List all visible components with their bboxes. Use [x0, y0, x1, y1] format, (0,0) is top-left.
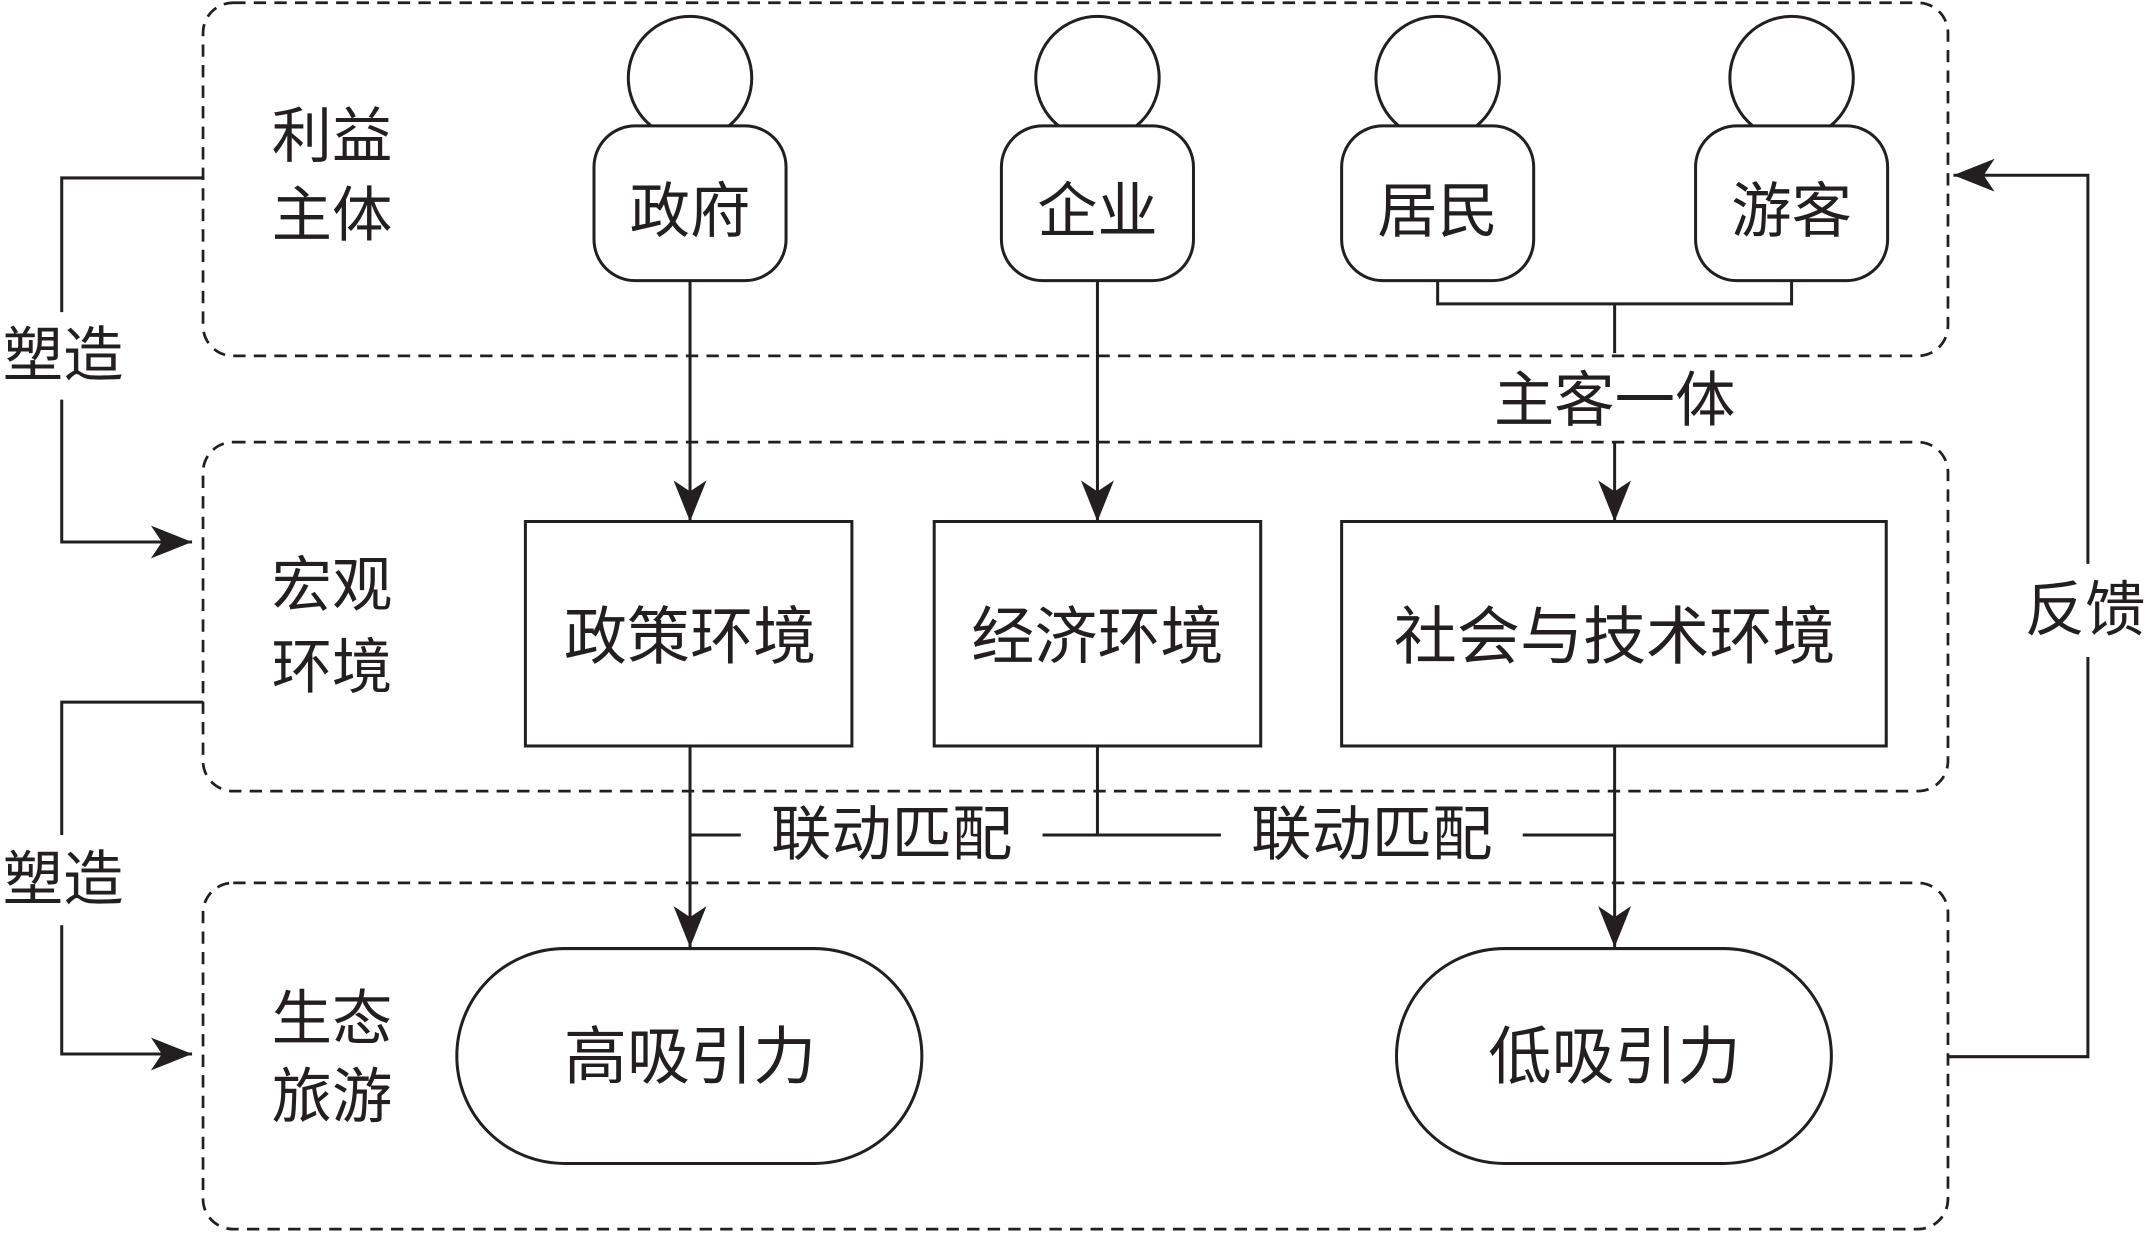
environment-label: 政策环境 [564, 600, 816, 674]
actor-label: 居民 [1377, 177, 1498, 247]
actor-label: 游客 [1731, 177, 1852, 247]
high-attraction-outcome: 高吸引力 [455, 947, 924, 1165]
feedback-loop-upper [1953, 158, 2090, 564]
shaping-loop-bottom-upper [60, 700, 204, 835]
person-body-icon [592, 124, 788, 283]
person-head-icon [1374, 14, 1501, 142]
host-guest-label: 主客一体 [1494, 366, 1735, 436]
person-body-icon [1340, 124, 1536, 283]
macro-environment-layer-box [201, 440, 1950, 793]
actor-label: 政府 [630, 177, 751, 247]
macro-layer-label-line2: 环境 [272, 633, 393, 703]
host-guest-bracket [1436, 280, 1794, 306]
person-head-icon [1034, 14, 1161, 142]
actor-label: 企业 [1037, 177, 1158, 247]
actor-residents: 居民 [1340, 14, 1536, 283]
low-attraction-outcome: 低吸引力 [1394, 947, 1833, 1165]
actor-tourists: 游客 [1694, 14, 1890, 283]
social-tech-environment-box: 社会与技术环境 [1340, 519, 1888, 748]
shaping-loop-bottom-lower [60, 925, 193, 1071]
stakeholders-layer-label-line1: 利益 [272, 102, 393, 172]
feedback-label: 反馈 [2025, 576, 2146, 646]
economic-environment-box: 经济环境 [932, 519, 1263, 748]
person-body-icon [999, 124, 1195, 283]
shaping-label-bottom: 塑造 [3, 845, 124, 915]
actor-government: 政府 [592, 14, 788, 283]
person-head-icon [626, 14, 754, 142]
shaping-label-top: 塑造 [3, 321, 124, 391]
environment-label: 社会与技术环境 [1394, 600, 1836, 674]
environment-label: 经济环境 [971, 600, 1223, 674]
feedback-loop-lower [1947, 657, 2090, 1059]
policy-environment-box: 政策环境 [523, 519, 854, 748]
shaping-loop-top-upper [60, 176, 204, 313]
shaping-loop-top-lower [60, 399, 193, 559]
ecotourism-layer-label-line2: 旅游 [272, 1063, 393, 1133]
linkage-label-right: 联动匹配 [1251, 800, 1492, 870]
outcome-label: 低吸引力 [1488, 1020, 1740, 1094]
stakeholders-layer-label-line2: 主体 [272, 181, 393, 251]
macro-layer-label-line1: 宏观 [272, 551, 393, 621]
actor-enterprise: 企业 [999, 14, 1195, 283]
outcome-label: 高吸引力 [564, 1020, 816, 1094]
linkage-label-left: 联动匹配 [771, 800, 1012, 870]
person-body-icon [1694, 124, 1890, 283]
person-head-icon [1728, 14, 1855, 142]
ecotourism-layer-label-line1: 生态 [272, 985, 393, 1055]
